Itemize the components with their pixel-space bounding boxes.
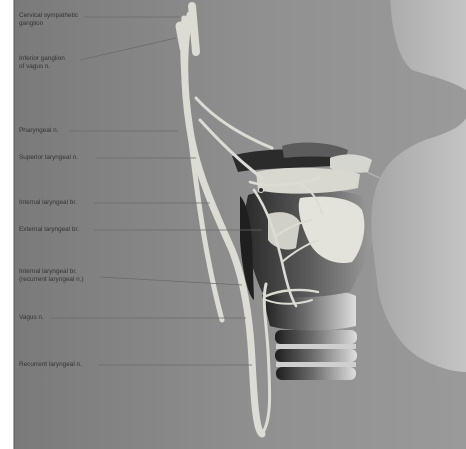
label-line-2: ganglion <box>19 20 78 28</box>
label-line-1: Vagus n. <box>19 314 44 322</box>
label-external-laryngeal-branch: External laryngeal br. <box>19 226 79 234</box>
label-line-1: External laryngeal br. <box>19 226 79 234</box>
trachea-gap <box>276 344 356 349</box>
label-line-2: (recurrent laryngeal n.) <box>19 276 84 284</box>
trachea <box>275 330 357 380</box>
label-line-1: Recurrent laryngeal n. <box>19 361 82 369</box>
label-vagus-nerve: Vagus n. <box>19 314 44 322</box>
label-pharyngeal-nerve: Pharyngeal n. <box>19 127 58 135</box>
label-internal-laryngeal-recurrent: Internal laryngeal br. (recurrent laryng… <box>19 268 84 284</box>
label-cervical-sympathetic-ganglion: Cervical sympathetic ganglion <box>19 12 78 28</box>
label-line-1: Superior laryngeal n. <box>19 154 78 162</box>
label-line-1: Pharyngeal n. <box>19 127 58 135</box>
label-internal-laryngeal-branch: Internal laryngeal br. <box>19 199 77 207</box>
label-recurrent-laryngeal-nerve: Recurrent laryngeal n. <box>19 361 82 369</box>
label-line-2: of vagus n. <box>19 63 65 71</box>
trachea-ring <box>275 330 357 344</box>
left-margin <box>0 0 14 449</box>
nerve-foramen-marker <box>259 188 264 193</box>
inferior-vagal-ganglion <box>180 26 184 48</box>
label-line-1: Internal laryngeal br. <box>19 268 84 276</box>
label-line-1: Cervical sympathetic <box>19 12 78 20</box>
cervical-ganglion <box>192 6 196 52</box>
trachea-ring <box>275 349 357 362</box>
label-superior-laryngeal-nerve: Superior laryngeal n. <box>19 154 78 162</box>
trachea-gap <box>276 362 356 367</box>
label-line-1: Internal laryngeal br. <box>19 199 77 207</box>
label-inferior-ganglion-vagus: Inferior ganglion of vagus n. <box>19 55 65 71</box>
label-line-1: Inferior ganglion <box>19 55 65 63</box>
trachea-ring <box>276 367 356 380</box>
